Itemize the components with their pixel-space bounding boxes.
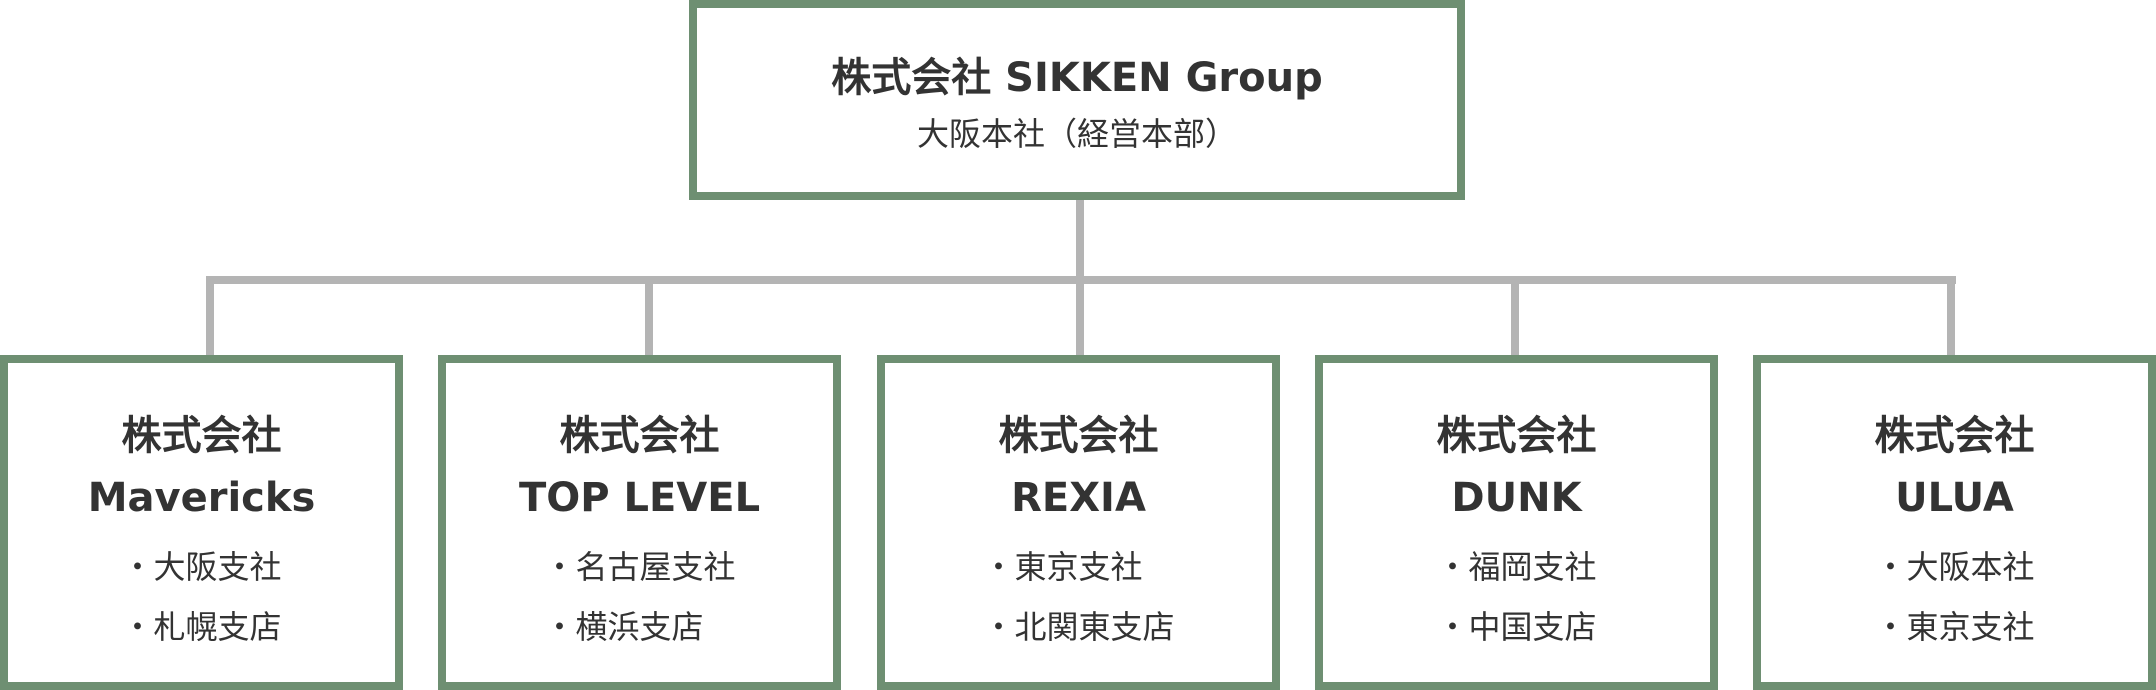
office-list: 東京支社 北関東支店 [982,537,1175,657]
office-item: 北関東支店 [982,597,1175,657]
connector-trunk [1076,200,1084,280]
office-item: 大阪本社 [1874,537,2035,597]
company-box-dunk: 株式会社 DUNK 福岡支社 中国支店 [1315,355,1718,690]
office-list: 福岡支社 中国支店 [1436,537,1597,657]
company-prefix: 株式会社 [121,413,282,459]
office-list: 大阪支社 札幌支店 [121,537,282,657]
office-item: 東京支社 [1874,597,2035,657]
connector-drop [1076,276,1084,355]
company-name: REXIA [1011,475,1146,521]
office-item: 名古屋支社 [543,537,736,597]
office-item: 大阪支社 [121,537,282,597]
office-list: 名古屋支社 横浜支店 [543,537,736,657]
company-box-ulua: 株式会社 ULUA 大阪本社 東京支社 [1753,355,2156,690]
company-name: Mavericks [87,475,316,521]
root-company-box: 株式会社 SIKKEN Group 大阪本社（経営本部） [689,0,1465,200]
company-name: ULUA [1895,475,2014,521]
company-prefix: 株式会社 [559,413,720,459]
office-item: 東京支社 [982,537,1174,597]
company-prefix: 株式会社 [1874,413,2035,459]
office-item: 札幌支店 [121,597,282,657]
company-name: DUNK [1451,475,1582,521]
office-list: 大阪本社 東京支社 [1874,537,2035,657]
root-company-name: 株式会社 SIKKEN Group [831,55,1323,101]
company-name: TOP LEVEL [518,475,761,521]
company-prefix: 株式会社 [998,413,1159,459]
company-box-mavericks: 株式会社 Mavericks 大阪支社 札幌支店 [0,355,403,690]
root-company-hq: 大阪本社（経営本部） [916,115,1237,153]
connector-drop [645,276,653,355]
office-item: 中国支店 [1436,597,1597,657]
company-box-rexia: 株式会社 REXIA 東京支社 北関東支店 [877,355,1280,690]
connector-drop [206,276,214,355]
office-item: 福岡支社 [1436,537,1597,597]
company-box-top-level: 株式会社 TOP LEVEL 名古屋支社 横浜支店 [438,355,841,690]
connector-drop [1511,276,1519,355]
office-item: 横浜支店 [543,597,735,657]
connector-drop [1947,276,1955,355]
company-prefix: 株式会社 [1436,413,1597,459]
